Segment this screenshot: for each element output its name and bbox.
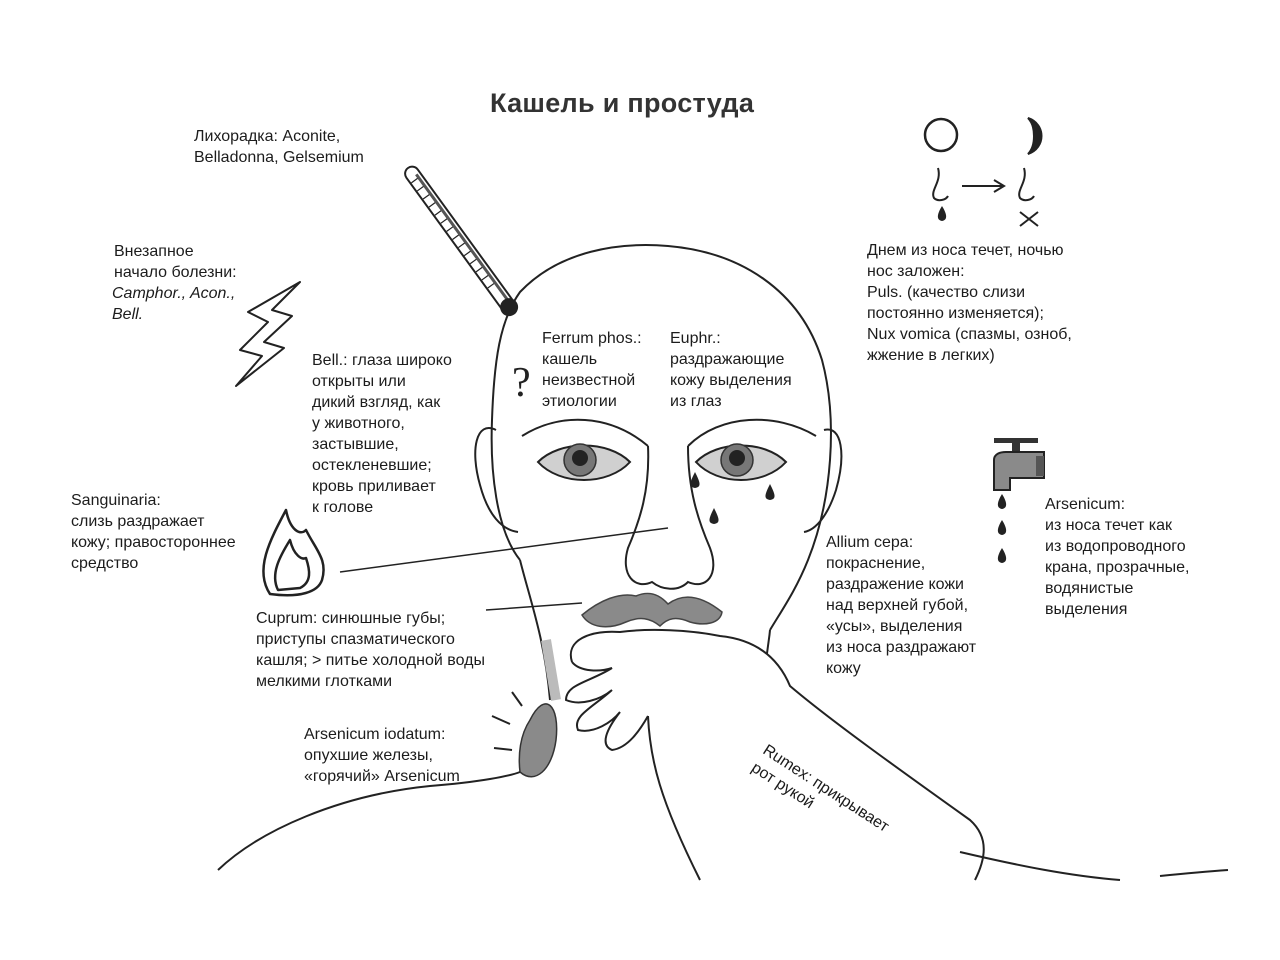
flame-icon	[262, 508, 325, 597]
left-eye	[536, 443, 632, 481]
runny-nose-icon	[932, 167, 949, 221]
tear-drops	[690, 472, 775, 524]
label-fever: Лихорадка: Aconite, Belladonna, Gelsemiu…	[194, 128, 364, 166]
arrow-right-icon	[962, 179, 1006, 193]
nose	[624, 445, 715, 590]
question-mark-icon: ?	[512, 360, 531, 406]
label-day-night: Днем из носа течет, ночью нос заложен: P…	[867, 242, 1072, 364]
right-eye	[694, 443, 788, 481]
pointer-cuprum	[485, 602, 583, 611]
label-sudden-remedies: Camphor., Acon., Bell.	[112, 285, 236, 323]
label-cuprum: Cuprum: синюшные губы; приступы спазмати…	[256, 610, 485, 690]
faucet-icon	[993, 438, 1045, 491]
moustache	[581, 592, 723, 628]
head-outline	[490, 244, 832, 631]
label-arsenicum: Arsenicum: из носа течет как из водопров…	[1045, 496, 1190, 618]
blocked-nose-icon	[1018, 167, 1039, 227]
hand	[569, 628, 985, 881]
label-ferrum: Ferrum phos.: кашель неизвестной этиолог…	[542, 330, 642, 410]
label-bell-eyes: Bell.: глаза широко открыты или дикий вз…	[312, 352, 452, 516]
pointer-sanguinaria	[339, 527, 669, 573]
shoulders	[217, 771, 521, 871]
gland-rays	[491, 691, 523, 751]
lightning-icon	[235, 281, 301, 387]
water-drop-icon	[997, 494, 1007, 563]
moon-icon	[1027, 117, 1043, 155]
neck-left	[519, 559, 551, 701]
left-brow	[521, 418, 649, 447]
label-sanguinaria: Sanguinaria: слизь раздражает кожу; прав…	[71, 492, 236, 572]
label-arsenicum-iodatum: Arsenicum iodatum: опухшие железы, «горя…	[304, 726, 460, 785]
left-ear	[474, 427, 519, 533]
label-euphr: Euphr.: раздражающие кожу выделения из г…	[670, 330, 792, 410]
sun-icon	[923, 117, 959, 153]
swollen-gland	[518, 703, 558, 778]
label-allium: Allium cepa: покраснение, раздражение ко…	[826, 534, 977, 677]
label-sudden-onset: Внезапное начало болезни:	[114, 243, 237, 281]
thermometer-icon	[404, 165, 519, 317]
right-brow	[687, 418, 817, 447]
right-ear	[803, 428, 843, 533]
page-title: Кашель и простуда	[490, 88, 755, 118]
